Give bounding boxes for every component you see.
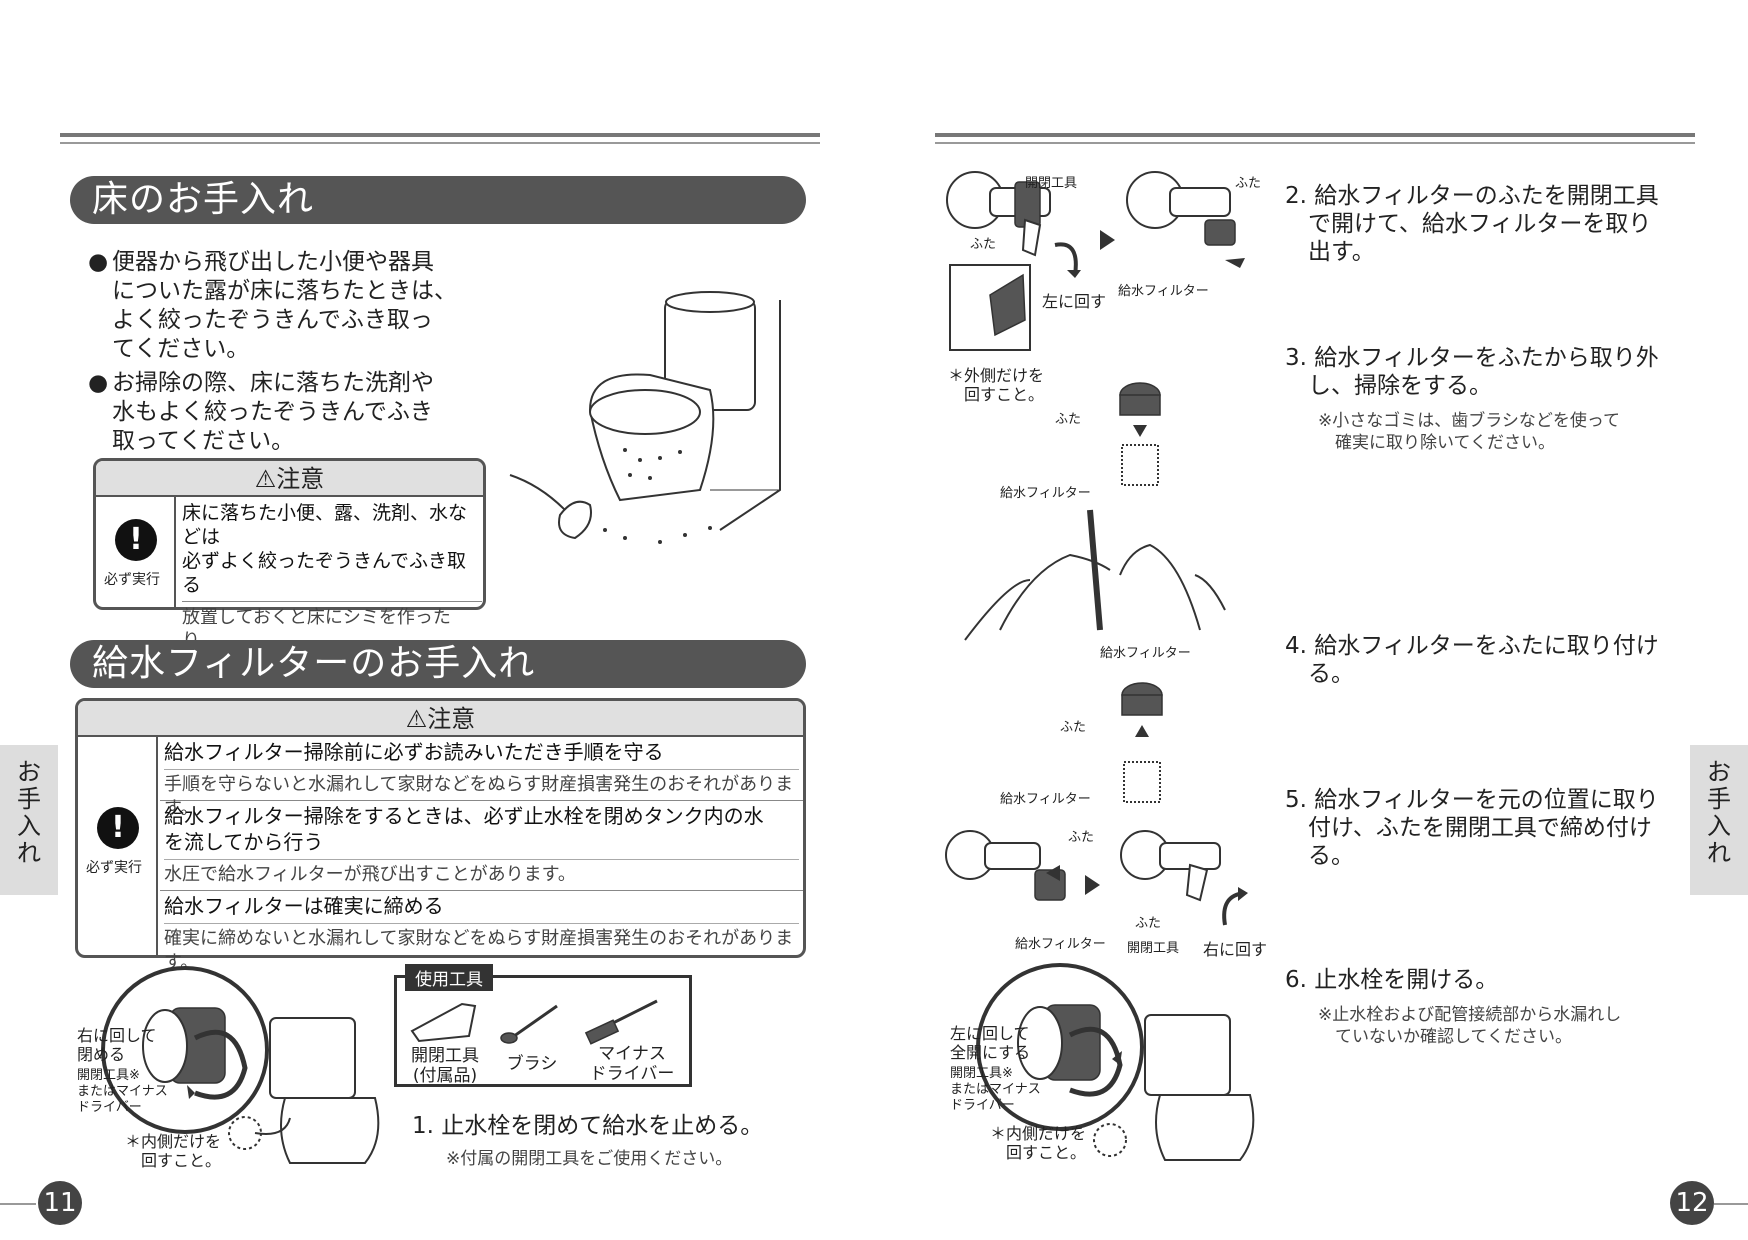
floor-bullet-1: ●便器から飛び出した小便や器具 についた露が床に落ちたときは、 よく絞ったぞうき…: [88, 249, 457, 362]
label-filter: 給水フィルター: [1000, 792, 1091, 807]
label-lid: ふた: [1060, 720, 1087, 735]
toilet-tank: [269, 1017, 356, 1099]
toilet-tank: [1144, 1014, 1231, 1096]
filter-attach-illustration: [1121, 682, 1163, 803]
filter-clean-illustration: [964, 382, 1226, 641]
filter-mesh-icon: [1121, 444, 1159, 486]
caution-row: 給水フィルターは確実に締める 確実に締めないと水漏れして家財などをぬらす財産損害…: [160, 891, 803, 973]
caution-bold-text: 床に落ちた小便、露、洗剤、水などは 必ずよく絞ったぞうきんでふき取る: [182, 502, 468, 596]
step-6: 6. 止水栓を開ける。: [1285, 967, 1499, 993]
exclamation-icon: !: [115, 519, 157, 561]
inner-only-label: ＊内側だけを 回すこと。: [125, 1132, 222, 1170]
warning-triangle-icon: ⚠: [254, 465, 277, 493]
filter-caution-box: ⚠注意 ! 必ず実行 給水フィルター掃除前に必ずお読みいただき手順を守る 手順を…: [75, 698, 806, 973]
must-do-label: 必ず実行: [104, 572, 160, 588]
label-turn-right: 右に回す: [1203, 940, 1268, 959]
tool-label-opener: 開閉工具 (付属品): [411, 1046, 479, 1086]
side-tab-left[interactable]: お 手 入 れ: [0, 745, 58, 895]
filter-lid-icon: [1204, 219, 1236, 246]
filter-remove-illustration: [946, 171, 1245, 351]
step-3-note: ※小さなゴミは、歯ブラシなどを使って 確実に取り除いてください。: [1318, 411, 1621, 453]
label-lid: ふた: [970, 237, 997, 252]
page-number-right: 12: [1670, 1181, 1714, 1225]
side-tab-right[interactable]: お 手 入 れ: [1690, 745, 1748, 895]
bullet-mark: ●: [88, 249, 109, 275]
caution-row: 給水フィルター掃除前に必ずお読みいただき手順を守る 手順を守らないと水漏れして家…: [160, 737, 803, 819]
label-inner-only: ＊内側だけを 回すこと。: [990, 1124, 1087, 1162]
toilet-bowl: [1155, 1094, 1255, 1161]
label-tool: 開閉工具: [1127, 941, 1180, 956]
must-do-label: 必ず実行: [86, 860, 142, 876]
valve-close-illustration: [101, 966, 380, 1164]
toilet-floor-illustration: [509, 291, 781, 544]
footer-rule: [0, 1203, 36, 1205]
header-rule-thin: [60, 142, 820, 144]
label-tool-or-driver: 開閉工具※ またはマイナス ドライバー: [950, 1066, 1041, 1113]
label-filter: 給水フィルター: [1118, 284, 1209, 299]
toilet-bowl: [280, 1097, 380, 1164]
header-rule-thin: [935, 142, 1695, 144]
caution-rows: 給水フィルター掃除前に必ずお読みいただき手順を守る 手順を守らないと水漏れして家…: [160, 737, 803, 973]
must-do-cell: ! 必ず実行: [96, 497, 176, 607]
label-filter: 給水フィルター: [1100, 646, 1191, 661]
opening-tool-icon: [410, 1002, 477, 1043]
bullet-mark: ●: [88, 370, 109, 396]
label-open-full: 左に回して 全開にする: [950, 1024, 1031, 1062]
label-lid: ふた: [1135, 916, 1162, 931]
filter-reinstall-illustration: [945, 830, 1248, 926]
label-outer-only: ＊外側だけを 回すこと。: [948, 366, 1045, 404]
floor-caution-box: ⚠注意 ! 必ず実行 床に落ちた小便、露、洗剤、水などは 必ずよく絞ったぞうきん…: [93, 458, 486, 674]
label-filter: 給水フィルター: [1015, 937, 1106, 952]
caution-header: ⚠注意: [78, 701, 803, 737]
tool-label-brush: ブラシ: [506, 1054, 558, 1074]
step-6-note: ※止水栓および配管接続部から水漏れし ていないか確認してください。: [1318, 1005, 1622, 1047]
exclamation-icon: !: [97, 807, 139, 849]
section-title-filter: 給水フィルターのお手入れ: [70, 640, 806, 688]
valve-open-illustration: [976, 963, 1255, 1161]
tool-label-driver: マイナス ドライバー: [589, 1044, 675, 1084]
label-turn-left: 左に回す: [1042, 292, 1107, 311]
header-rule: [60, 133, 820, 137]
turn-right-close-label: 右に回して 閉める: [77, 1026, 157, 1064]
step-2: 2. 給水フィルターのふたを開閉工具 で開けて、給水フィルターを取り 出す。: [1285, 183, 1659, 265]
page-number-left: 11: [38, 1181, 82, 1225]
label-filter: 給水フィルター: [1000, 486, 1091, 501]
filter-mesh-icon: [1123, 761, 1161, 803]
footer-rule: [1714, 1203, 1748, 1205]
section-title-floor: 床のお手入れ: [70, 176, 806, 224]
step-5: 5. 給水フィルターを元の位置に取り 付け、ふたを開閉工具で締め付け る。: [1285, 787, 1659, 869]
label-lid: ふた: [1068, 830, 1095, 845]
caution-row: 給水フィルター掃除をするときは、必ず止水栓を閉めタンク内の水 を流してから行う …: [160, 801, 803, 891]
label-lid: ふた: [1055, 412, 1082, 427]
opening-tool-icon: [1021, 218, 1042, 257]
label-tool: 開閉工具: [1025, 176, 1078, 191]
step-3: 3. 給水フィルターをふたから取り外 し、掃除をする。: [1285, 345, 1659, 399]
floor-bullet-2: ●お掃除の際、床に落ちた洗剤や 水もよく絞ったぞうきんでふき 取ってください。: [88, 370, 434, 454]
tools-box: 使用工具 開閉工具 (付属品) ブラシ マイナス ドライバー: [394, 964, 692, 1087]
caution-header: ⚠注意: [96, 461, 483, 497]
rag-icon: [558, 500, 592, 540]
step-1-note: ※付属の開閉工具をご使用ください。: [446, 1149, 733, 1169]
tool-icons: [410, 999, 658, 1045]
tool-or-driver-label: 開閉工具※ またはマイナス ドライバー: [77, 1068, 168, 1115]
tools-title: 使用工具: [405, 964, 493, 991]
opening-tool-icon: [1185, 863, 1209, 902]
label-lid: ふた: [1235, 176, 1262, 191]
step-4: 4. 給水フィルターをふたに取り付け る。: [1285, 633, 1659, 687]
step-1: 1. 止水栓を閉めて給水を止める。: [412, 1113, 764, 1139]
header-rule: [935, 133, 1695, 137]
must-do-cell: ! 必ず実行: [78, 737, 158, 955]
warning-triangle-icon: ⚠: [405, 705, 428, 733]
